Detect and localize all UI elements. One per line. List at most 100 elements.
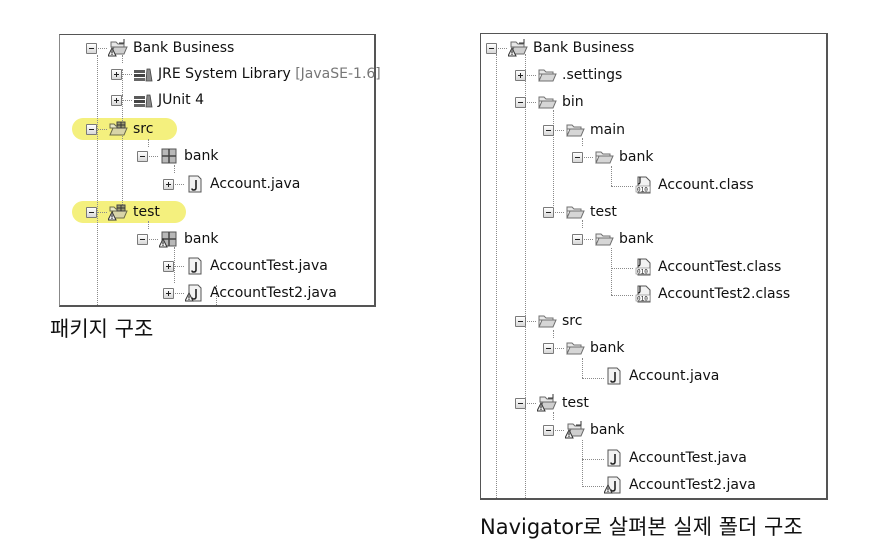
package-tree: Bank Business JRE System Library [JavaSE… [60, 35, 381, 305]
class-file-icon [633, 176, 653, 194]
tree-item-jre-system-library[interactable]: JRE System Library [JavaSE-1.6] [111, 63, 381, 85]
collapse-toggle[interactable] [486, 42, 497, 54]
tree-item-label: AccountTest2.java [629, 477, 756, 493]
tree-line [97, 55, 98, 305]
expand-toggle[interactable] [111, 94, 122, 106]
library-icon [133, 65, 153, 83]
expand-toggle[interactable] [515, 69, 526, 81]
collapse-toggle[interactable] [86, 42, 97, 54]
nav-item-bin[interactable]: bin [515, 91, 584, 113]
tree-item-bank-package[interactable]: bank [137, 145, 218, 167]
tree-line [611, 295, 633, 296]
tree-item-bank-package-test[interactable]: bank [137, 228, 218, 250]
nav-item-bin-main-bank[interactable]: bank [572, 146, 653, 168]
expand-toggle[interactable] [163, 260, 174, 272]
navigator-structure-caption: Navigator로 살펴본 실제 폴더 구조 [480, 515, 803, 539]
collapse-toggle[interactable] [86, 123, 97, 135]
expand-toggle[interactable] [163, 178, 174, 190]
java-file-icon [185, 175, 205, 193]
tree-line [148, 221, 149, 229]
project-folder-warning-icon [508, 39, 528, 57]
source-folder-icon [108, 120, 128, 138]
tree-item-label: bank [184, 231, 219, 247]
nav-item-src[interactable]: src [515, 310, 582, 332]
nav-item-settings[interactable]: .settings [515, 64, 622, 86]
tree-line [611, 186, 633, 187]
nav-item-accounttest-class[interactable]: AccountTest.class [633, 256, 781, 278]
java-file-icon [604, 449, 624, 467]
tree-item-src[interactable]: src [86, 118, 153, 140]
tree-line [216, 285, 217, 305]
tree-line [122, 69, 123, 99]
tree-line [582, 378, 604, 379]
java-file-icon [185, 257, 205, 275]
nav-item-bin-main[interactable]: main [543, 119, 625, 141]
tree-item-bank-business[interactable]: Bank Business [86, 37, 234, 59]
nav-item-accounttest2-class[interactable]: AccountTest2.class [633, 283, 790, 305]
package-icon [159, 147, 179, 165]
java-file-warning-icon [604, 476, 624, 494]
collapse-toggle[interactable] [86, 206, 97, 218]
folder-icon [565, 339, 585, 357]
tree-item-label: Account.java [629, 368, 720, 384]
tree-line [525, 54, 526, 498]
tree-item-label: AccountTest.java [210, 258, 328, 274]
tree-item-label: Account.class [658, 177, 754, 193]
collapse-toggle[interactable] [543, 424, 554, 436]
navigator-panel: Bank Business .settings bin main bank Ac… [480, 33, 828, 500]
tree-item-label: JUnit 4 [158, 92, 204, 108]
collapse-toggle[interactable] [515, 397, 526, 409]
java-file-warning-icon [185, 284, 205, 302]
folder-icon [537, 312, 557, 330]
tree-item-junit4[interactable]: JUnit 4 [111, 89, 204, 111]
project-folder-warning-icon [108, 39, 128, 57]
nav-item-bank-business[interactable]: Bank Business [486, 37, 634, 59]
tree-line [148, 139, 149, 147]
collapse-toggle[interactable] [515, 96, 526, 108]
tree-item-test[interactable]: test [86, 201, 160, 223]
nav-item-bin-test[interactable]: test [543, 201, 617, 223]
tree-item-label: bank [590, 340, 625, 356]
folder-icon [565, 203, 585, 221]
nav-item-account-java[interactable]: Account.java [604, 365, 719, 387]
collapse-toggle[interactable] [572, 151, 583, 163]
collapse-toggle[interactable] [543, 124, 554, 136]
nav-item-account-class[interactable]: Account.class [633, 174, 754, 196]
tree-line [582, 440, 583, 487]
nav-item-test[interactable]: test [515, 392, 589, 414]
tree-item-label: main [590, 122, 625, 138]
collapse-toggle[interactable] [543, 206, 554, 218]
tree-item-accounttest-java[interactable]: AccountTest.java [163, 255, 328, 277]
folder-icon [594, 230, 614, 248]
collapse-toggle[interactable] [137, 150, 148, 162]
test-highlight [72, 201, 186, 223]
tree-item-label: JRE System Library [158, 66, 291, 82]
nav-item-test-bank[interactable]: bank [543, 419, 624, 441]
package-explorer-panel: Bank Business JRE System Library [JavaSE… [59, 34, 381, 307]
tree-line [122, 95, 123, 205]
collapse-toggle[interactable] [515, 315, 526, 327]
collapse-toggle[interactable] [137, 233, 148, 245]
nav-item-bin-test-bank[interactable]: bank [572, 228, 653, 250]
tree-line [582, 220, 583, 228]
tree-item-account-java[interactable]: Account.java [163, 173, 300, 195]
tree-item-label: src [562, 313, 583, 329]
tree-line [174, 247, 175, 283]
nav-item-accounttest2-java[interactable]: AccountTest2.java [604, 474, 756, 496]
tree-item-label: bank [619, 231, 654, 247]
tree-line [174, 165, 175, 173]
tree-item-label: AccountTest.class [658, 259, 782, 275]
tree-item-label: .settings [562, 67, 623, 83]
expand-toggle[interactable] [163, 287, 174, 299]
tree-item-label: bank [184, 148, 219, 164]
tree-line [582, 138, 583, 146]
tree-item-accounttest2-java[interactable]: AccountTest2.java [163, 282, 337, 304]
nav-item-src-bank[interactable]: bank [543, 337, 624, 359]
nav-item-accounttest-java[interactable]: AccountTest.java [604, 447, 747, 469]
collapse-toggle[interactable] [543, 342, 554, 354]
collapse-toggle[interactable] [572, 233, 583, 245]
tree-line [582, 486, 604, 487]
tree-item-label: Bank Business [133, 40, 235, 56]
expand-toggle[interactable] [111, 68, 122, 80]
folder-warning-icon [537, 394, 557, 412]
